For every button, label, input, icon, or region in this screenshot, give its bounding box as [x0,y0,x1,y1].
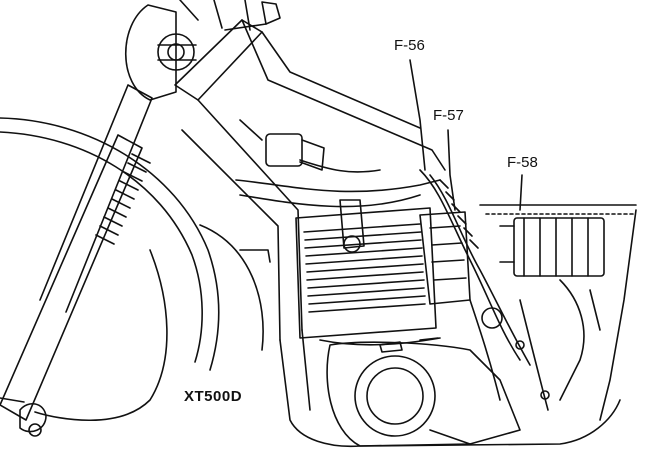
callout-label-f56: F-56 [394,37,425,54]
front-wheel [0,117,264,371]
callout-label-f57: F-57 [433,107,464,124]
front-fork [0,84,153,437]
handlebar [179,0,281,31]
ignition-coil [239,119,381,173]
carburetor-area [419,211,503,401]
callout-label-f58: F-58 [507,154,538,171]
battery [499,217,605,277]
headlight [124,4,197,101]
wiring-harness [34,169,531,422]
model-name-label: XT500D [184,388,243,405]
frame [174,19,637,448]
callout-leaders [409,59,523,211]
side-cover [515,279,601,411]
engine-cylinder [295,199,437,339]
crankcase [326,341,521,447]
